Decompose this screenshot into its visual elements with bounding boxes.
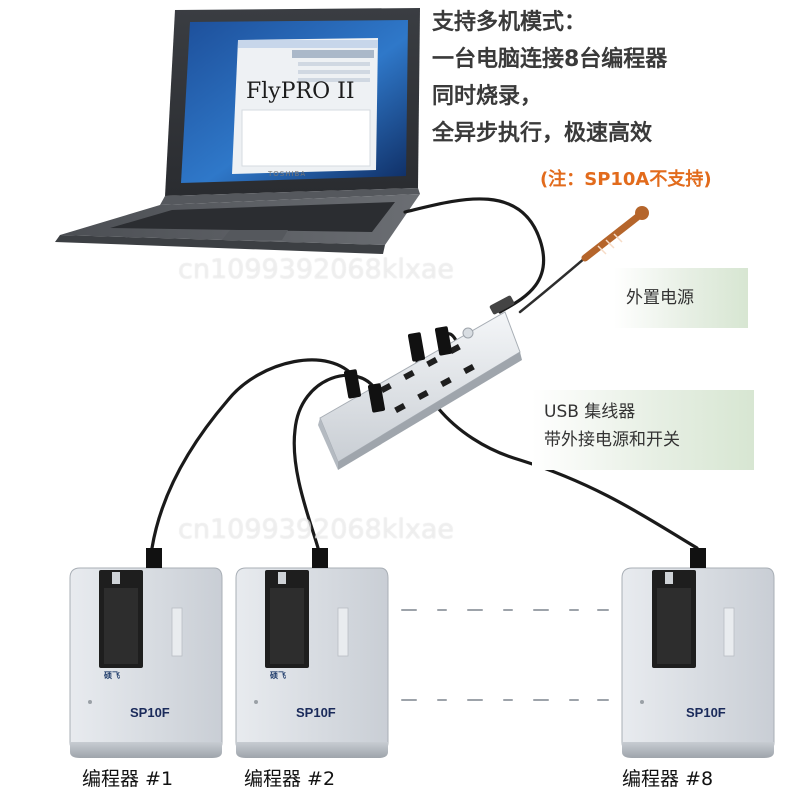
watermark-top: cn1099392068klxae xyxy=(178,254,455,285)
cable-to-programmer-1 xyxy=(150,358,357,550)
hub-label-line-2: 带外接电源和开关 xyxy=(544,430,680,450)
laptop xyxy=(55,8,420,254)
hub-label: USB 集线器 带外接电源和开关 xyxy=(532,390,754,470)
programmer-1-brand: 硕飞 xyxy=(104,671,120,680)
usb-hub xyxy=(318,295,522,470)
feature-line-3: 同时烧录， xyxy=(432,84,543,109)
programmer-2-brand: 硕飞 xyxy=(270,671,286,680)
hub-plugged-connectors xyxy=(343,326,453,413)
laptop-keyboard xyxy=(110,202,395,232)
feature-line-1: 支持多机模式： xyxy=(432,10,587,35)
programmer-2 xyxy=(235,548,389,758)
usb-plug xyxy=(312,548,328,568)
programmer-2-model: SP10F xyxy=(296,705,336,720)
laptop-brand: TOSHIBA xyxy=(268,170,307,178)
feature-line-2: 一台电脑连接8台编程器 xyxy=(432,47,668,72)
hub-power-switch xyxy=(462,327,474,339)
feature-description: 支持多机模式： 一台电脑连接8台编程器 同时烧录， 全异步执行，极速高效 xyxy=(432,4,792,152)
power-label: 外置电源 xyxy=(614,268,748,328)
continuation-dashes xyxy=(401,609,609,701)
caption-programmer-8: 编程器 #8 xyxy=(622,768,714,790)
usb-plug xyxy=(146,548,162,568)
feature-note: (注：SP10A不支持) xyxy=(540,169,712,190)
laptop-to-hub-cable xyxy=(403,197,546,314)
caption-programmer-1: 编程器 #1 xyxy=(82,768,174,790)
usb-plug xyxy=(690,548,706,568)
programmer-8 xyxy=(621,548,775,758)
programmer-1 xyxy=(69,548,223,758)
watermark-middle: cn1099392068klxae xyxy=(178,514,455,545)
caption-programmer-2: 编程器 #2 xyxy=(244,768,336,790)
hub-usb-ports xyxy=(380,344,475,413)
touchpad xyxy=(222,230,288,240)
power-label-text: 外置电源 xyxy=(626,288,694,308)
hub-label-line-1: USB 集线器 xyxy=(544,402,636,422)
programmer-1-model: SP10F xyxy=(130,705,170,720)
power-plug xyxy=(581,206,649,262)
software-title: FlyPRO II xyxy=(246,79,355,104)
feature-line-4: 全异步执行，极速高效 xyxy=(432,121,653,146)
programmer-8-model: SP10F xyxy=(686,705,726,720)
